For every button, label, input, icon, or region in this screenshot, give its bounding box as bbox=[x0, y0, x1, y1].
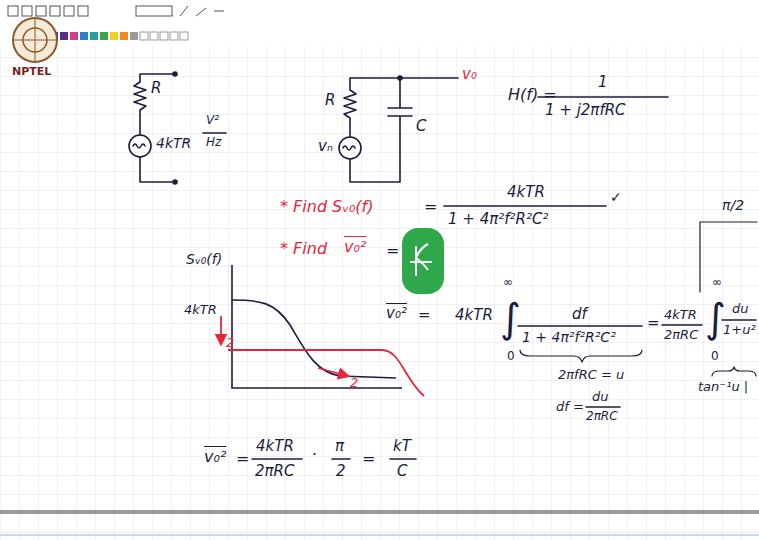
component-label: R bbox=[325, 92, 335, 109]
result-term: = bbox=[236, 450, 249, 468]
task-note: * Find Sᵥ₀(f) bbox=[280, 198, 373, 216]
result-term: = bbox=[362, 450, 375, 468]
bracket-line bbox=[700, 222, 757, 292]
equation-term: du bbox=[732, 302, 749, 316]
overbrace bbox=[712, 367, 756, 376]
integral-limit: ∞ bbox=[503, 276, 513, 289]
nptel-logo bbox=[13, 18, 57, 62]
axis-value: 4kTR bbox=[184, 303, 217, 317]
equation-term: 2πRC bbox=[664, 328, 698, 342]
substitution-note: 2πRC bbox=[586, 410, 618, 423]
result-term: 4kTR bbox=[256, 438, 294, 455]
axis-label: Sᵥ₀(f) bbox=[186, 252, 222, 267]
substitution-note: 2πfRC = u bbox=[558, 368, 624, 382]
antiderivative: tan⁻¹u | bbox=[698, 380, 748, 394]
equation-term: v₀² bbox=[344, 238, 366, 256]
unit-label: Hz bbox=[206, 136, 221, 149]
result-term: 2πRC bbox=[255, 463, 294, 480]
integral-limit: 0 bbox=[507, 350, 515, 363]
component-label: C bbox=[416, 118, 426, 135]
psd-graph bbox=[221, 265, 424, 396]
underbrace bbox=[520, 350, 642, 362]
noise-density: 4kTR bbox=[156, 136, 191, 151]
equation-term: = bbox=[647, 315, 660, 332]
substitution-note: df = bbox=[556, 400, 584, 414]
integral-sign: ∫ bbox=[705, 296, 726, 340]
equation-term: = bbox=[418, 307, 431, 324]
equation-term: df bbox=[572, 306, 587, 323]
equation-term: = bbox=[386, 242, 399, 260]
task-note: * Find bbox=[280, 240, 327, 258]
noise-source-circuit bbox=[129, 72, 226, 184]
equation-term: 4kTR bbox=[664, 308, 697, 322]
equation-term: 1 + 4π²f²R²C² bbox=[448, 211, 548, 228]
toolbar bbox=[0, 0, 759, 46]
check-mark: ✓ bbox=[610, 190, 622, 205]
highlight-blob bbox=[402, 228, 444, 294]
fraction-bars bbox=[252, 97, 756, 459]
substitution-note: du bbox=[592, 390, 609, 404]
component-label: R bbox=[151, 80, 161, 97]
equation-term: 4kTR bbox=[455, 307, 493, 324]
factor-note: 2 bbox=[226, 336, 234, 350]
equation-term: = bbox=[424, 198, 437, 216]
signal-name: vₙ bbox=[318, 138, 333, 155]
result-term: · bbox=[312, 446, 317, 464]
integral-sign: ∫ bbox=[500, 296, 521, 340]
factor-note: 2 bbox=[350, 376, 358, 390]
equation-term: 1 bbox=[598, 74, 608, 91]
equation-term: 1 + 4π²f²R²C² bbox=[522, 330, 616, 345]
logo-text: NPTEL bbox=[12, 66, 51, 78]
equation-term: H(f) = bbox=[508, 86, 557, 104]
result-term: π bbox=[335, 438, 344, 455]
result-term: v₀² bbox=[204, 448, 226, 466]
equation-term: 1 + j2πfRC bbox=[545, 102, 626, 119]
page-rules bbox=[0, 510, 759, 536]
equation-term: 4kTR bbox=[507, 184, 545, 201]
result-term: 2 bbox=[336, 463, 346, 480]
integral-limit: 0 bbox=[711, 350, 719, 363]
limit-value: π/2 bbox=[722, 198, 744, 213]
equation-term: 1+u² bbox=[723, 323, 756, 337]
unit-label: V² bbox=[206, 114, 219, 127]
equation-term: v₀² bbox=[386, 305, 407, 322]
rc-filter-circuit bbox=[339, 76, 458, 182]
signal-name: v₀ bbox=[462, 66, 477, 83]
result-term: C bbox=[397, 463, 407, 480]
result-term: kT bbox=[393, 438, 411, 455]
integral-limit: ∞ bbox=[712, 276, 722, 289]
